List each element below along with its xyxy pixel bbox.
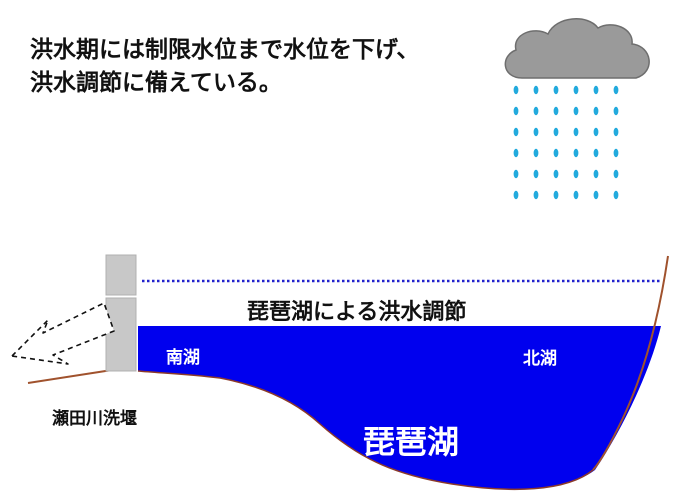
raindrop [573, 106, 579, 116]
north-lake-label: 北湖 [523, 349, 557, 369]
weir-label: 瀬田川洗堰 [52, 409, 137, 429]
raindrop [533, 127, 539, 137]
lake-bed [137, 370, 594, 491]
raindrop [593, 85, 599, 95]
raindrop [513, 190, 519, 200]
caption-line-2: 洪水調節に備えている。 [30, 70, 282, 96]
caption: 洪水期には制限水位まで水位を下げ、 洪水調節に備えている。 [30, 34, 419, 100]
raindrop [573, 169, 579, 179]
outflow-arrow-icon [11, 302, 115, 365]
raindrop [553, 127, 559, 137]
raindrop [513, 169, 519, 179]
lake-name-label: 琵琶湖 [363, 423, 460, 461]
raindrop [533, 148, 539, 158]
weir-gate-upper [105, 254, 137, 296]
raindrop [613, 127, 619, 137]
lake-water [138, 326, 661, 490]
caption-line-1: 洪水期には制限水位まで水位を下げ、 [30, 37, 420, 63]
raindrop [553, 148, 559, 158]
weir-gate-lower [105, 297, 137, 372]
raindrop [513, 106, 519, 116]
raindrop [613, 190, 619, 200]
raindrop [573, 127, 579, 137]
raindrop [573, 190, 579, 200]
raindrop [533, 106, 539, 116]
raindrop [593, 127, 599, 137]
raindrop [513, 127, 519, 137]
raindrop [513, 148, 519, 158]
raindrop [593, 148, 599, 158]
raindrop [553, 190, 559, 200]
rain-cloud-icon [504, 18, 650, 200]
raindrop [533, 190, 539, 200]
raindrops [513, 85, 619, 200]
flood-control-label: 琵琶湖による洪水調節 [247, 300, 467, 325]
raindrop [513, 85, 519, 95]
raindrop [573, 85, 579, 95]
raindrop [533, 169, 539, 179]
raindrop [553, 169, 559, 179]
raindrop [613, 169, 619, 179]
raindrop [613, 85, 619, 95]
cloud-shape [504, 18, 650, 79]
raindrop [553, 85, 559, 95]
raindrop [593, 106, 599, 116]
right-bank [592, 255, 669, 471]
river-bed [27, 369, 113, 384]
raindrop [613, 148, 619, 158]
weir-gate [105, 254, 137, 372]
raindrop [553, 106, 559, 116]
raindrop [533, 85, 539, 95]
raindrop [593, 190, 599, 200]
raindrop [613, 106, 619, 116]
raindrop [573, 148, 579, 158]
raindrop [593, 169, 599, 179]
south-lake-label: 南湖 [166, 348, 200, 368]
